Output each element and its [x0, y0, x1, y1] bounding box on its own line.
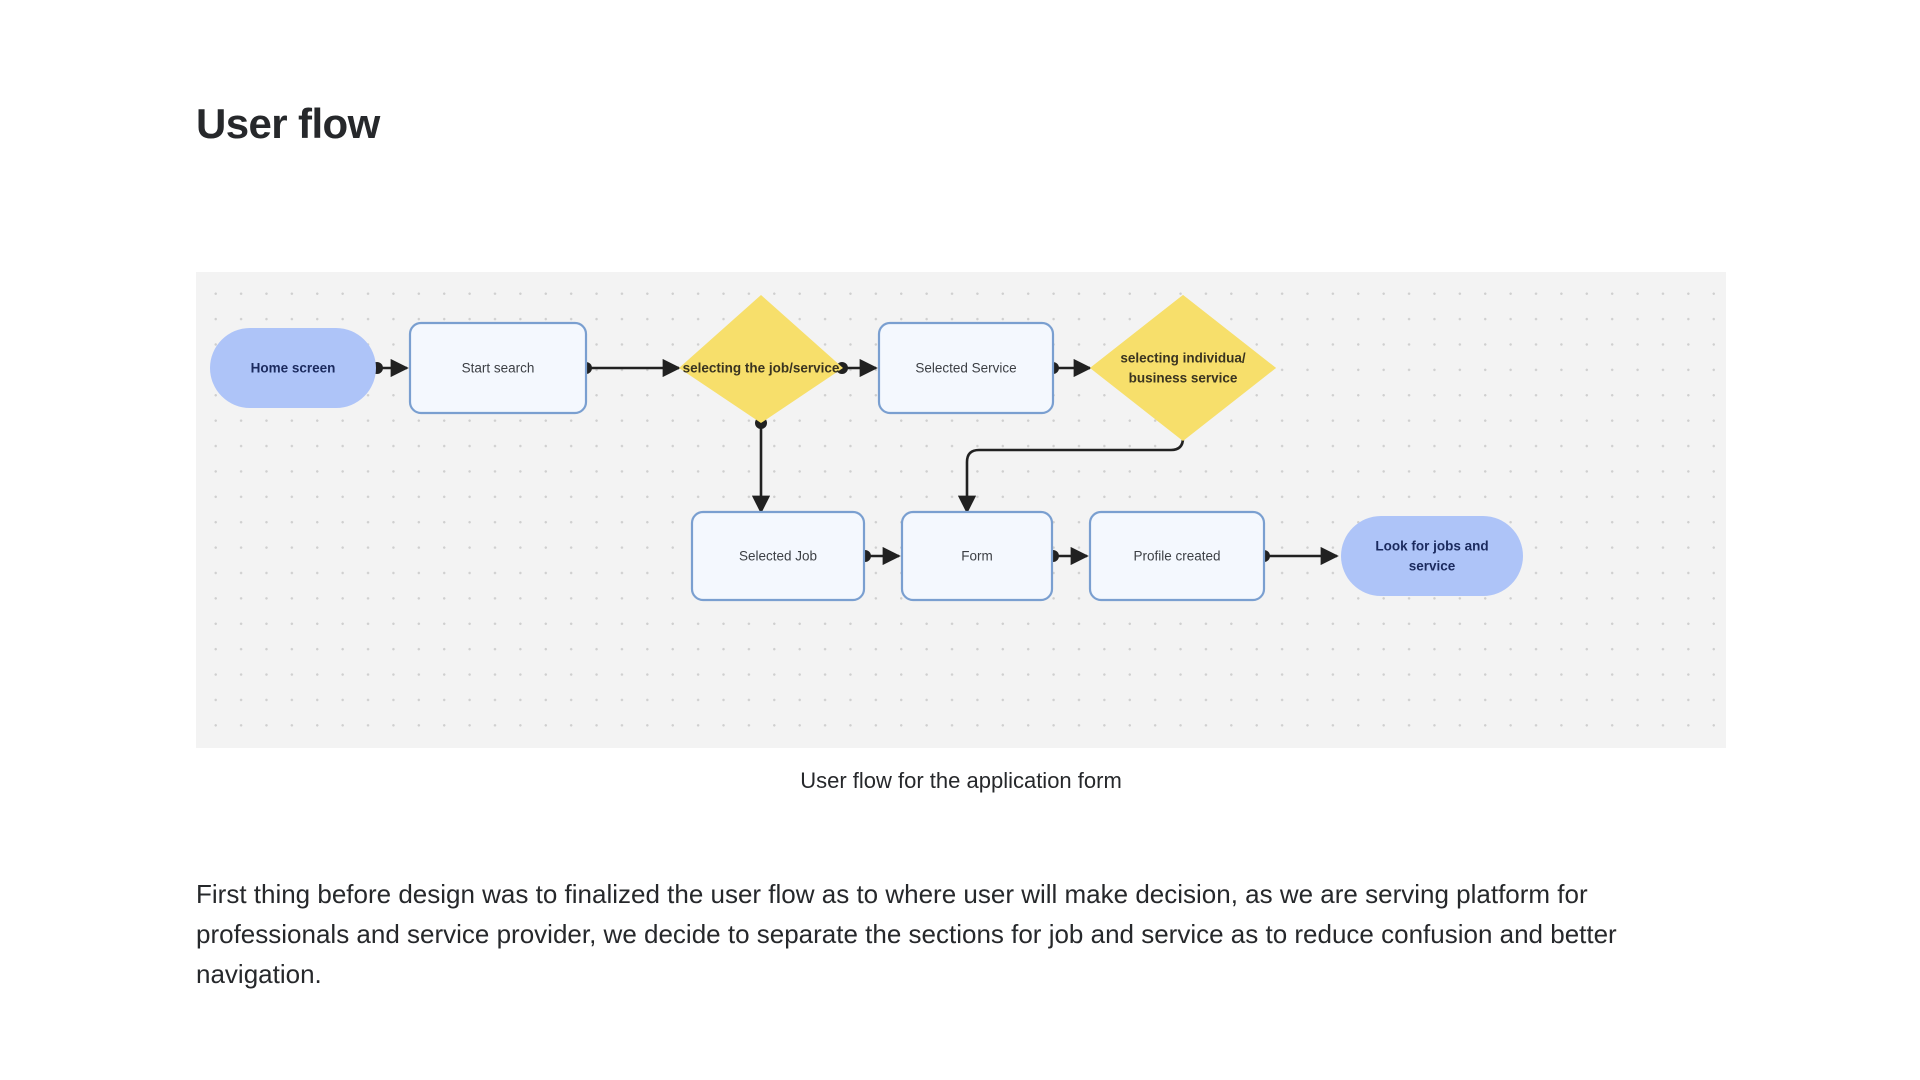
node-form[interactable]: Form [900, 510, 1054, 602]
node-selected-service[interactable]: Selected Service [877, 321, 1055, 415]
node-shape-terminator[interactable] [1341, 516, 1523, 596]
node-home-screen[interactable]: Home screen [210, 328, 376, 408]
node-label: Selected Service [915, 361, 1016, 376]
node-label: selecting the job/service [683, 361, 840, 376]
node-selecting-individual-business-service[interactable]: selecting individua/ business service [1090, 295, 1276, 441]
node-label: Home screen [251, 361, 336, 376]
user-flow-svg: Home screen Start search selecting the j… [210, 295, 1523, 602]
user-flow-diagram-panel: Home screen Start search selecting the j… [196, 272, 1726, 748]
edge-home-to-start [371, 358, 409, 378]
diagram-caption: User flow for the application form [800, 768, 1122, 793]
node-shape-process[interactable] [408, 321, 588, 415]
edge-selecting-job-to-selected-job [751, 417, 771, 514]
node-shape-process[interactable] [690, 510, 866, 602]
node-profile-created[interactable]: Profile created [1088, 510, 1266, 602]
edge-profile-created-to-look-for-jobs [1258, 546, 1339, 566]
node-label-line2: business service [1129, 371, 1238, 386]
node-selecting-job-service[interactable]: selecting the job/service [679, 295, 843, 423]
node-shape-terminator[interactable] [210, 328, 376, 408]
edge-start-to-selecting-job [580, 358, 681, 378]
node-shape-decision[interactable] [679, 295, 843, 423]
node-look-for-jobs-and-service[interactable]: Look for jobs and service [1341, 516, 1523, 596]
node-shape-process[interactable] [900, 510, 1054, 602]
node-shape-decision-body[interactable] [1090, 295, 1276, 441]
node-start-search[interactable]: Start search [408, 321, 588, 415]
node-label-line1: Look for jobs and [1375, 539, 1488, 554]
edge-path [957, 403, 1185, 514]
node-shape-process[interactable] [877, 321, 1055, 415]
body-paragraph: First thing before design was to finaliz… [196, 879, 1617, 989]
node-selected-job[interactable]: Selected Job [690, 510, 866, 602]
node-label: Selected Job [739, 549, 817, 564]
node-label-line1: selecting individua/ [1120, 351, 1246, 366]
node-label: Form [961, 549, 993, 564]
node-label: Start search [462, 361, 535, 376]
node-label-line2: service [1409, 559, 1456, 574]
node-shape-process[interactable] [1088, 510, 1266, 602]
node-label: Profile created [1133, 549, 1220, 564]
page-title: User flow [196, 100, 380, 147]
